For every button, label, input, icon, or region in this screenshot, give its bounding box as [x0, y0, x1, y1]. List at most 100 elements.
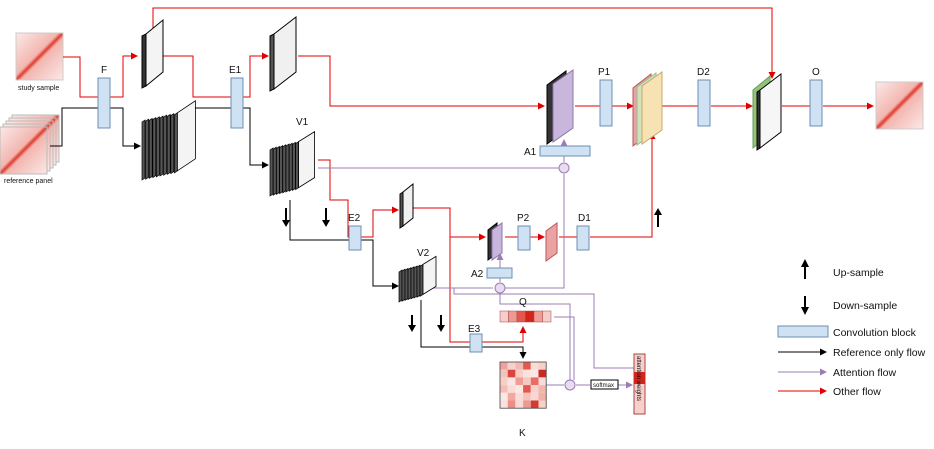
key-cell — [530, 362, 539, 370]
key-cell — [523, 362, 531, 370]
study-sample-label: study sample — [18, 85, 59, 92]
key-cell — [515, 369, 524, 378]
arrows — [282, 208, 662, 332]
down-arrow-icon — [282, 220, 290, 227]
conv-block-D1 — [576, 225, 590, 251]
conv-block-F — [97, 77, 111, 129]
attention-join-3 — [564, 379, 576, 391]
key-cell — [538, 392, 547, 401]
feature-map-study-1 — [141, 18, 164, 89]
feature-map-E2 — [399, 182, 414, 229]
key-cell — [507, 400, 516, 409]
attention-join-1 — [558, 162, 570, 174]
legend-upsample: Up-sample — [801, 259, 884, 279]
reference-panel-label: reference panel — [4, 178, 53, 185]
query-cell — [508, 310, 518, 323]
key-cell — [515, 400, 524, 409]
label-V2: V2 — [417, 248, 430, 259]
softmax-label: softmax — [593, 383, 614, 389]
softmax-box — [590, 379, 619, 390]
study-sample-heatmap — [15, 32, 64, 81]
down-arrow-icon — [322, 220, 330, 227]
conv-block-O — [809, 79, 823, 127]
label-V1: V1 — [296, 117, 309, 128]
legend-conv-label: Convolution block — [833, 327, 917, 339]
key-cell — [500, 392, 508, 401]
key-matrix — [499, 361, 547, 409]
upsample-block-P1 — [632, 71, 663, 148]
key-cell — [515, 362, 524, 370]
key-cell — [515, 385, 524, 393]
key-cell — [523, 392, 531, 401]
up-arrow-icon — [654, 208, 662, 215]
key-cell — [530, 392, 539, 401]
label-E1: E1 — [229, 65, 242, 76]
conv-block-A2 — [486, 267, 513, 279]
down-arrow-icon — [408, 325, 416, 332]
attention-block-A1 — [546, 69, 574, 145]
conv-block-P1 — [599, 79, 613, 127]
key-cell — [538, 377, 547, 386]
key-cell — [507, 377, 516, 386]
legend-reference-flow: Reference only flow — [778, 347, 926, 359]
key-cell — [523, 369, 531, 378]
query-cell — [533, 310, 543, 323]
attention-block-A2 — [487, 221, 503, 262]
key-cell — [538, 362, 547, 370]
label-A2: A2 — [471, 269, 484, 280]
key-cell — [507, 362, 516, 370]
key-cell — [530, 385, 539, 393]
conv-block-A1 — [539, 145, 591, 157]
feature-map-reference-1 — [141, 100, 196, 181]
key-cell — [530, 400, 539, 409]
other-flow-lines — [63, 7, 874, 343]
conv-block-E2 — [348, 225, 362, 251]
key-cell — [500, 362, 508, 370]
label-E2: E2 — [348, 213, 361, 224]
down-arrow-icon — [437, 325, 445, 332]
label-A1: A1 — [524, 147, 537, 158]
key-cell — [507, 392, 516, 401]
legend-other-flow-label: Other flow — [833, 386, 881, 398]
label-F: F — [101, 65, 107, 76]
query-cell — [542, 310, 552, 323]
label-E3: E3 — [468, 324, 481, 335]
key-cell — [500, 385, 508, 393]
legend: Up-sample Down-sample Convolution block … — [777, 259, 926, 398]
key-cell — [515, 392, 524, 401]
label-D1: D1 — [578, 213, 591, 224]
conv-block-P2 — [517, 225, 531, 251]
key-cell — [538, 400, 547, 409]
label-Q: Q — [519, 297, 527, 308]
label-P1: P1 — [598, 67, 611, 78]
attention-weights-vector: attention weights — [633, 353, 646, 415]
query-vector — [499, 310, 552, 323]
reference-panel-stack — [0, 114, 60, 175]
key-cell — [507, 385, 516, 393]
legend-attention-flow: Attention flow — [778, 367, 896, 379]
conv-block-E3 — [469, 333, 483, 353]
key-matrix-border — [499, 361, 547, 409]
feature-map-reference-V2 — [398, 255, 437, 303]
conv-block-E1 — [230, 77, 244, 129]
attention-join-2 — [494, 282, 506, 294]
key-cell — [530, 369, 539, 378]
legend-attention-flow-label: Attention flow — [833, 367, 896, 379]
legend-upsample-label: Up-sample — [833, 267, 884, 279]
legend-other-flow: Other flow — [778, 386, 881, 398]
legend-downsample: Down-sample — [801, 296, 897, 315]
key-cell — [500, 377, 508, 386]
label-K: K — [519, 428, 526, 439]
key-cell — [530, 377, 539, 386]
feature-map-study-2 — [269, 15, 297, 92]
legend-conv: Convolution block — [777, 325, 917, 339]
key-cell — [523, 385, 531, 393]
feature-map-reference-V1 — [269, 130, 316, 197]
key-cell — [507, 369, 516, 378]
label-O: O — [812, 67, 820, 78]
output-heatmap — [875, 81, 924, 130]
conv-block-D2 — [697, 79, 711, 127]
key-cell — [523, 377, 531, 386]
legend-reference-flow-label: Reference only flow — [833, 347, 926, 359]
